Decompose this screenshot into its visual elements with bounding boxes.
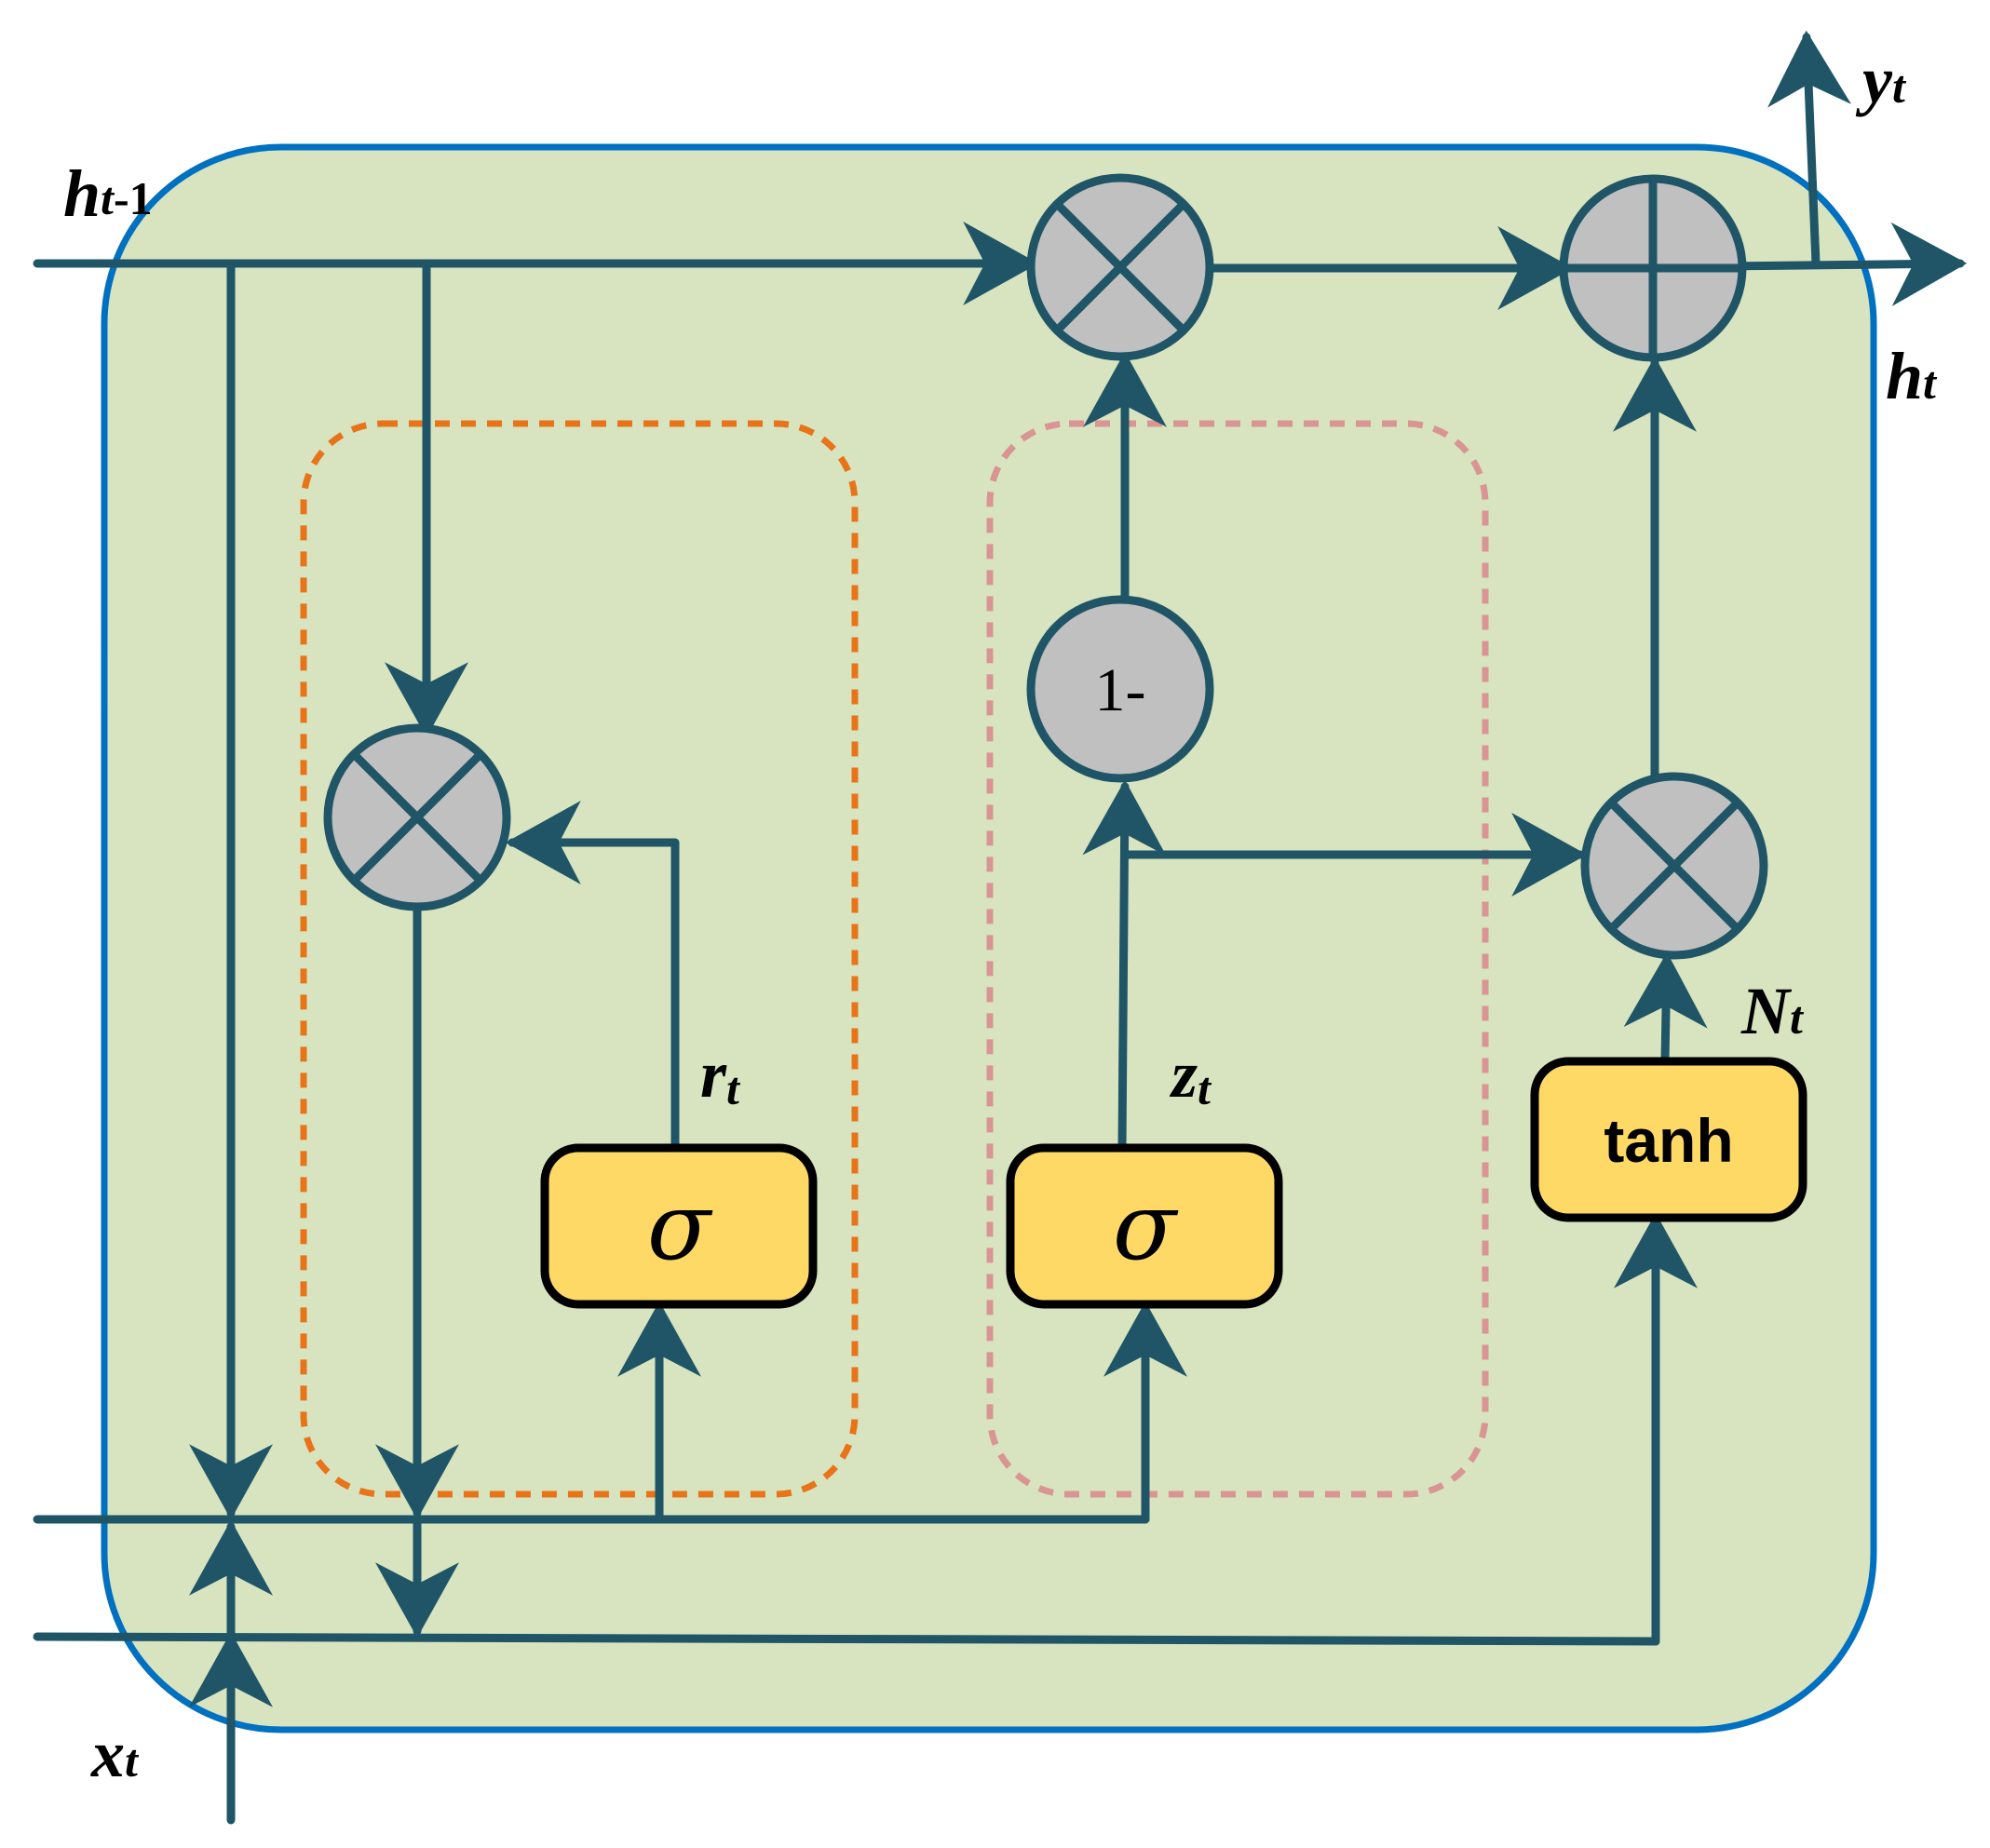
reset-sigma-symbol: σ (647, 1172, 713, 1281)
candidate-multiply-node-icon (1580, 772, 1768, 960)
ht-label: ht (1886, 339, 1938, 413)
yt-label: yt (1855, 43, 1907, 117)
nt-label: Nt (1740, 974, 1805, 1048)
reset-gate-region (300, 420, 859, 1498)
wires (33, 30, 1968, 1825)
update-sigma-gate: σ (1006, 1143, 1283, 1309)
zt-label: zt (1169, 1037, 1212, 1114)
rt-label: rt (700, 1037, 741, 1114)
tanh-label: tanh (1604, 1106, 1733, 1175)
update-sigma-to-one-minus-line (1082, 779, 1167, 1154)
xt-label: xt (90, 1717, 140, 1791)
lower-bus-line (33, 1632, 1660, 1646)
update-gate-region (986, 420, 1489, 1498)
yt-output-line (1767, 30, 1851, 268)
reset-sigma-gate: σ (540, 1143, 818, 1309)
tanh-to-candidate-mult-line (1623, 951, 1708, 1066)
tanh-gate: tanh (1530, 1057, 1807, 1222)
hprev-label: ht-1 (63, 156, 153, 231)
update-sigma-symbol: σ (1113, 1172, 1179, 1281)
one-minus-node-icon: 1- (1026, 595, 1214, 783)
reset-multiply-node-icon (323, 723, 511, 911)
add-node-icon (1559, 174, 1747, 362)
multiply-node-icon (1026, 173, 1214, 361)
one-minus-label: 1- (1095, 656, 1146, 724)
reset-sigma-to-mult-line (505, 801, 680, 1154)
